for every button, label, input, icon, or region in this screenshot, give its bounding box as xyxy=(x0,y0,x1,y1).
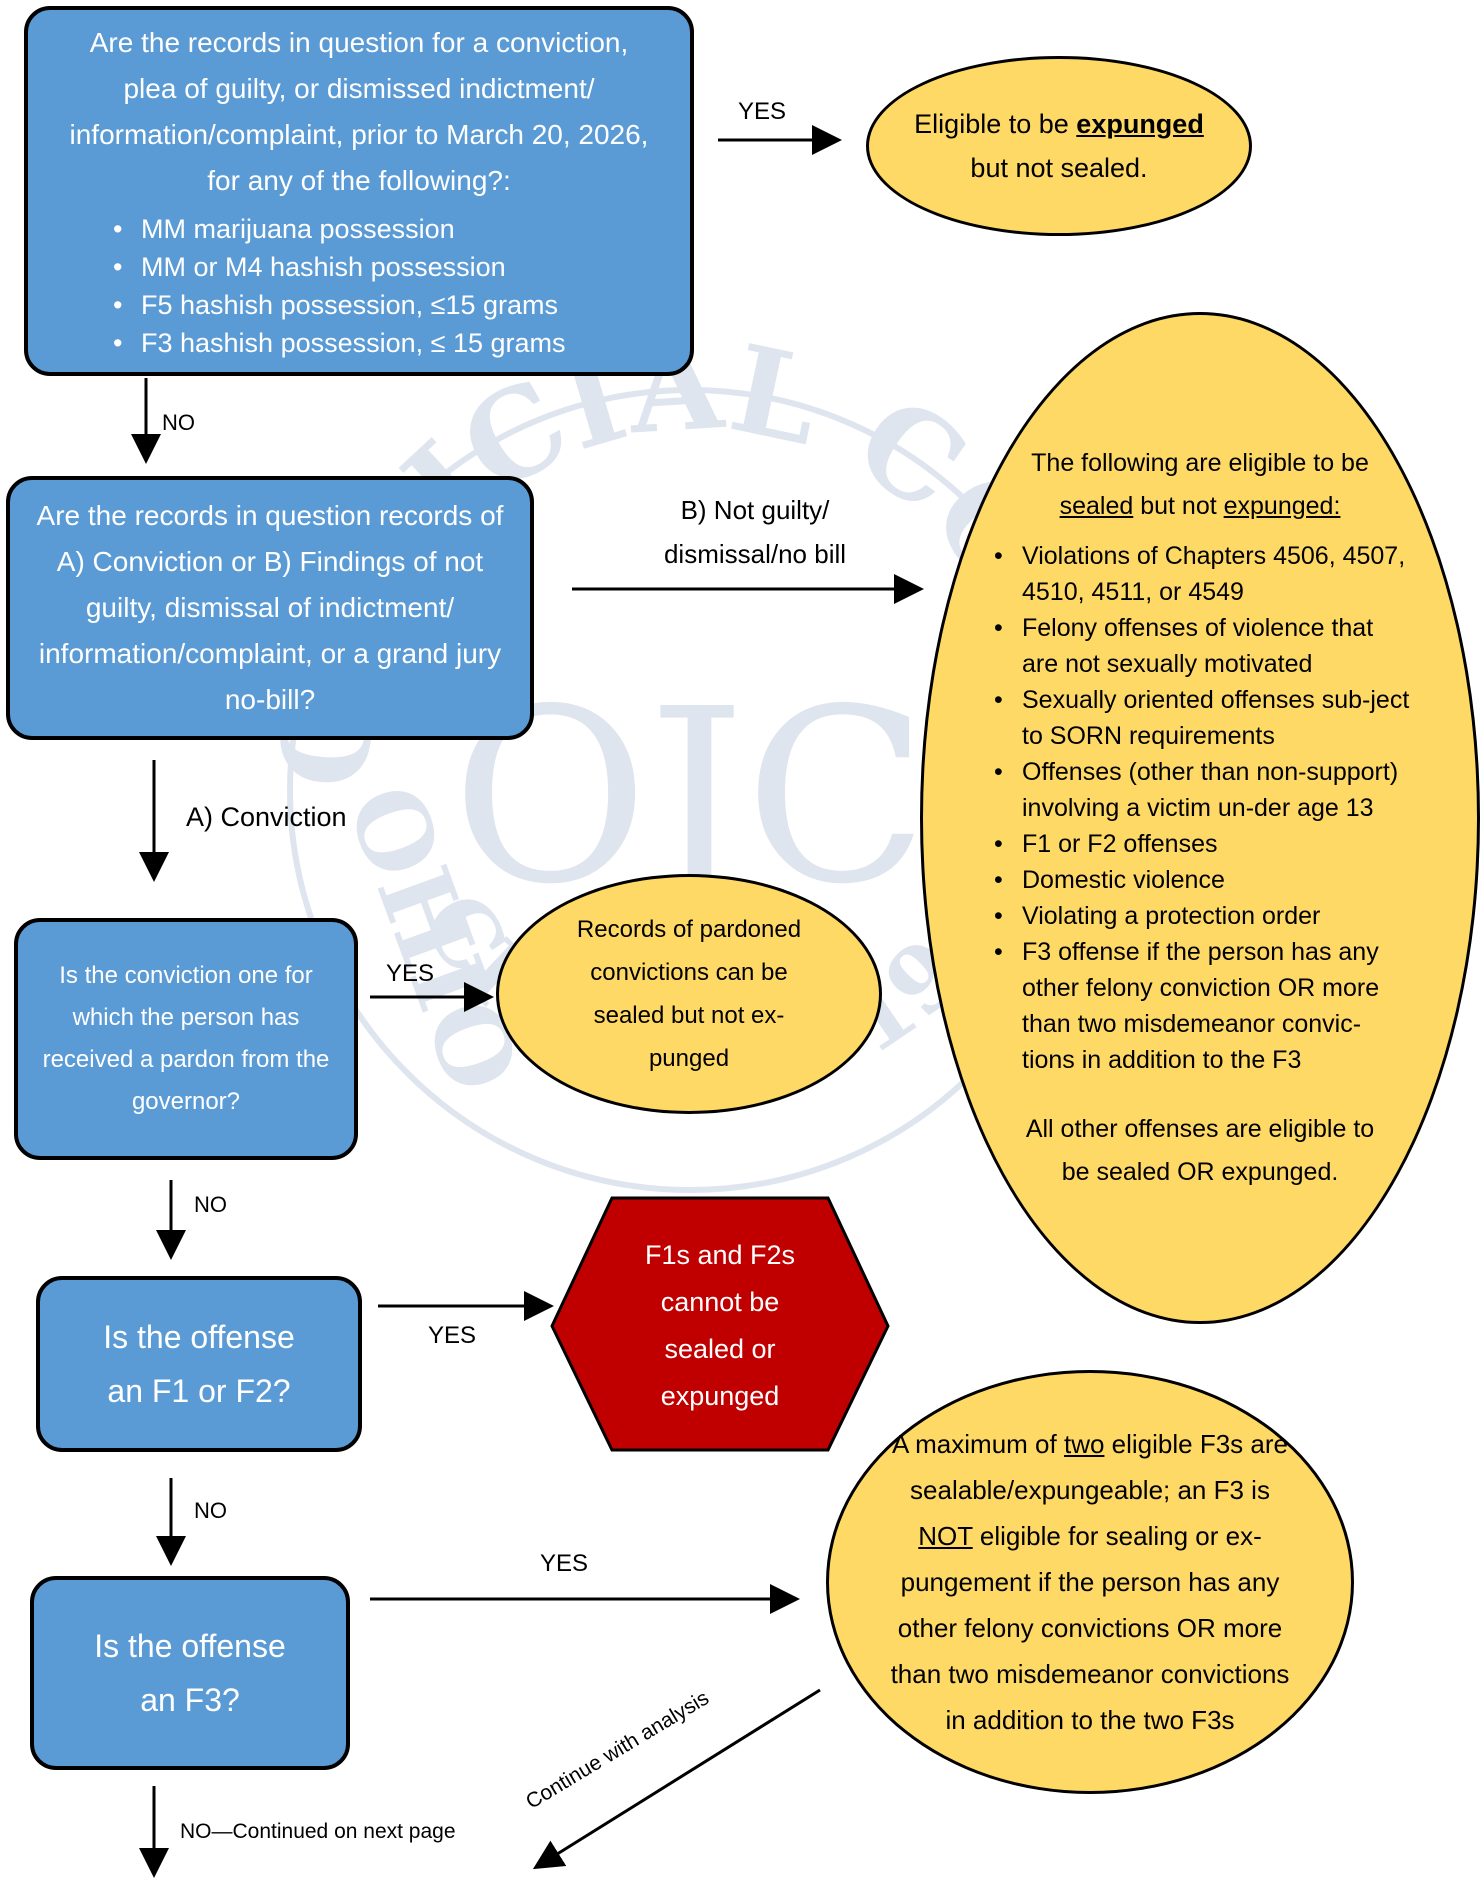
question-5-box: Is the offense an F3? xyxy=(30,1576,350,1770)
result-4-text: F1s and F2s cannot be sealed or expunged xyxy=(644,1240,796,1411)
arrow-continue xyxy=(532,1688,821,1870)
yes-label-4: YES xyxy=(428,1322,477,1349)
list-item: F3 offense if the person has any other f… xyxy=(990,934,1410,1078)
question-2-text: Are the records in question records of A… xyxy=(36,500,504,715)
yes-label-1: YES xyxy=(738,98,787,125)
stop-hexagon xyxy=(550,1196,890,1452)
result-pardon-oval: Records of pardoned convictions can be s… xyxy=(496,874,882,1114)
no-label-1: NO xyxy=(162,410,195,435)
a-label: A) Conviction xyxy=(186,802,347,832)
no-label-5: NO—Continued on next page xyxy=(180,1820,456,1843)
result-1-emph: expunged xyxy=(1076,109,1204,139)
list-item: F3 hashish possession, ≤ 15 grams xyxy=(109,324,609,362)
list-item: Sexually oriented offenses sub-ject to S… xyxy=(990,682,1410,754)
list-item: Violating a protection order xyxy=(990,898,1410,934)
question-2-box: Are the records in question records of A… xyxy=(6,476,534,740)
question-1-box: Are the records in question for a convic… xyxy=(24,6,694,376)
question-5-text: Is the offense an F3? xyxy=(94,1628,286,1718)
question-1-text: Are the records in question for a convic… xyxy=(69,27,649,196)
result-3-text: Records of pardoned convictions can be s… xyxy=(576,916,802,1072)
no-label-4: NO xyxy=(194,1498,227,1523)
yes-label-5: YES xyxy=(540,1550,589,1577)
list-item: Felony offenses of violence that are not… xyxy=(990,610,1410,682)
result-2-list: Violations of Chapters 4506, 4507, 4510,… xyxy=(990,538,1410,1078)
result-expunged-oval: Eligible to be expunged but not sealed. xyxy=(866,56,1252,236)
list-item: MM or M4 hashish possession xyxy=(109,248,609,286)
result-f3-oval: A maximum of two eligible F3s are sealab… xyxy=(826,1370,1354,1794)
list-item: Domestic violence xyxy=(990,862,1410,898)
yes-label-3: YES xyxy=(386,960,435,987)
question-4-text: Is the offense an F1 or F2? xyxy=(103,1319,295,1409)
result-1-pre: Eligible to be xyxy=(914,109,1069,139)
list-item: F1 or F2 offenses xyxy=(990,826,1410,862)
b-label: B) Not guilty/ dismissal/no bill xyxy=(663,495,847,569)
list-item: F5 hashish possession, ≤15 grams xyxy=(109,286,609,324)
question-1-list: MM marijuana possession MM or M4 hashish… xyxy=(109,210,609,362)
result-2-intro: The following are eligible to be sealed … xyxy=(1031,449,1369,520)
question-4-box: Is the offense an F1 or F2? xyxy=(36,1276,362,1452)
question-3-text: Is the conviction one for which the pers… xyxy=(42,962,330,1115)
question-3-box: Is the conviction one for which the pers… xyxy=(14,918,358,1160)
result-2-outro: All other offenses are eligible to be se… xyxy=(1025,1115,1375,1186)
list-item: Violations of Chapters 4506, 4507, 4510,… xyxy=(990,538,1410,610)
result-1-post: but not sealed. xyxy=(970,153,1148,183)
list-item: MM marijuana possession xyxy=(109,210,609,248)
result-sealed-oval: The following are eligible to be sealed … xyxy=(920,312,1480,1324)
result-5-text: A maximum of two eligible F3s are sealab… xyxy=(890,1429,1290,1735)
no-label-3: NO xyxy=(194,1192,227,1217)
list-item: Offenses (other than non-support) involv… xyxy=(990,754,1410,826)
